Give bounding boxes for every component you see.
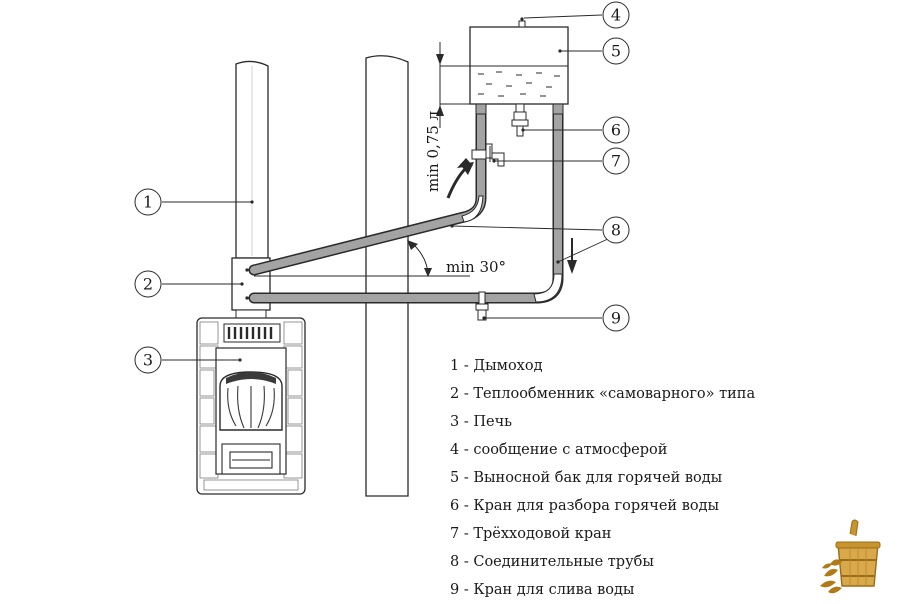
angle-dimension: min 30° <box>254 240 506 277</box>
legend-item-atmosphere-vent: 4 - сообщение с атмосферой <box>450 442 668 458</box>
callout-2: 2 <box>134 270 162 298</box>
connecting-pipes <box>248 106 564 304</box>
legend-item-connecting-pipes: 8 - Соединительные трубы <box>450 554 654 570</box>
volume-dimension: min 0,75 л <box>424 42 470 192</box>
hot-water-tap <box>511 111 529 137</box>
callout-4: 4 <box>602 1 630 29</box>
callout-9: 9 <box>602 304 630 332</box>
svg-text:9: 9 <box>611 309 621 328</box>
sauna-bucket-logo-icon <box>820 519 881 594</box>
atmosphere-vent <box>518 17 526 28</box>
svg-text:4: 4 <box>611 6 621 25</box>
callout-8: 8 <box>602 216 630 244</box>
three-way-valve <box>471 143 505 167</box>
callout-7: 7 <box>602 147 630 175</box>
chimney <box>235 60 269 259</box>
callout-3: 3 <box>134 346 162 374</box>
callout-1: 1 <box>134 188 162 216</box>
connection-dot <box>245 296 249 300</box>
legend-item-drain-tap: 9 - Кран для слива воды <box>450 582 635 598</box>
angle-label: min 30° <box>446 258 506 276</box>
legend: 1 - Дымоход 2 - Теплообменник «самоварно… <box>450 352 755 604</box>
svg-text:1: 1 <box>143 193 153 212</box>
legend-item-chimney: 1 - Дымоход <box>450 358 543 374</box>
legend-item-hot-water-tank: 5 - Выносной бак для горячей воды <box>450 470 723 486</box>
connection-dot <box>245 268 249 272</box>
callout-dots <box>238 49 562 362</box>
flow-arrows <box>446 158 577 274</box>
svg-text:5: 5 <box>611 42 621 61</box>
legend-item-hot-water-tap: 6 - Кран для разбора горячей воды <box>450 498 720 514</box>
svg-text:3: 3 <box>143 351 153 370</box>
legend-item-stove: 3 - Печь <box>450 414 513 430</box>
svg-text:8: 8 <box>611 221 621 240</box>
callout-leaders <box>162 14 611 361</box>
callout-5: 5 <box>602 37 630 65</box>
svg-text:6: 6 <box>611 121 621 140</box>
stove <box>196 317 306 495</box>
svg-text:2: 2 <box>143 275 153 294</box>
callout-6: 6 <box>602 116 630 144</box>
drain-tap <box>475 291 489 321</box>
volume-label: min 0,75 л <box>424 111 442 192</box>
legend-item-three-way-valve: 7 - Трёхходовой кран <box>450 526 612 542</box>
legend-item-heat-exchanger: 2 - Теплообменник «самоварного» типа <box>450 386 756 402</box>
svg-text:7: 7 <box>611 152 621 171</box>
hot-water-tank <box>469 26 569 115</box>
